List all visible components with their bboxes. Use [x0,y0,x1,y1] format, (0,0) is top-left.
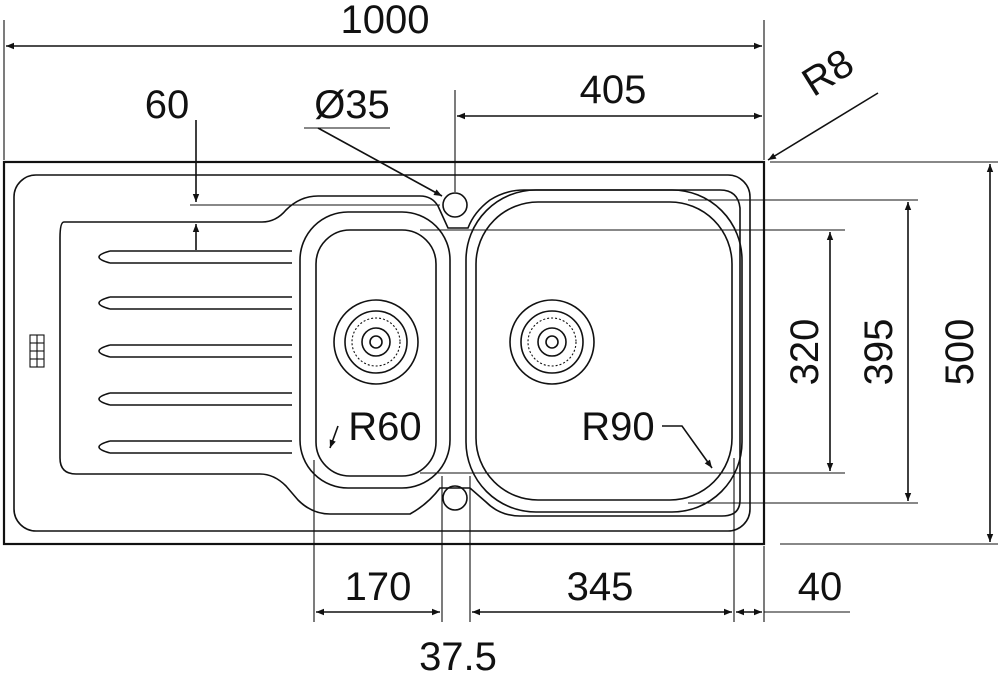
dim-large-bowl-radius: R90 [581,405,654,449]
sink-outline [2,160,766,546]
dim-large-bowl-width: 345 [567,565,634,609]
dim-right-rim: 40 [798,565,843,609]
sink-outer-rim [2,160,766,546]
small-bowl-inner [315,229,437,477]
dim-small-bowl-depth: 320 [783,319,827,386]
overflow-grill-icon [29,334,45,368]
dim-large-bowl-depth: 395 [857,319,901,386]
dim-small-bowl-radius: R60 [348,405,421,449]
dim-tap-hole: Ø35 [314,83,390,127]
dimension-lines [3,20,998,622]
sink-inner-rim [13,174,751,532]
dim-bowl-offset: 405 [580,68,647,112]
dim-small-bowl-width: 170 [345,565,412,609]
drainer-board [59,189,741,517]
drainer-grooves [98,250,292,454]
dim-overall-width: 1000 [341,0,430,42]
large-bowl [465,189,743,513]
tap-hole-icon [442,192,468,218]
dim-drainer-step: 60 [145,83,190,127]
large-bowl-inner [475,201,733,501]
dimension-labels: 1000 405 R8 60 Ø35 320 395 500 R60 R90 1… [145,0,982,677]
small-bowl [299,211,451,489]
small-bowl-waste-icon [333,299,419,385]
dim-bowl-gap: 37.5 [419,635,497,677]
large-bowl-waste-icon [509,299,595,385]
dim-overall-depth: 500 [938,319,982,386]
waste-hole-icon [442,485,468,511]
dim-radius-corner: R8 [795,41,862,105]
